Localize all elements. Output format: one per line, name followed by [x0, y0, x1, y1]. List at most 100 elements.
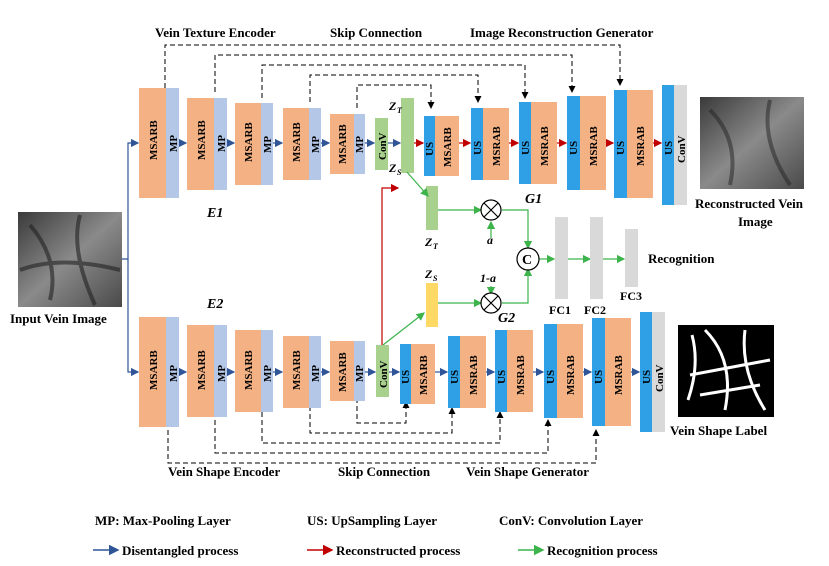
fc2-label: FC2	[584, 303, 606, 317]
reconstructed-label-1: Reconstructed Vein	[695, 196, 804, 211]
svg-text:MP: MP	[216, 365, 228, 382]
svg-text:US: US	[568, 141, 580, 155]
fc1-label: FC1	[549, 303, 571, 317]
svg-text:MSARB: MSARB	[196, 120, 208, 160]
vein-shape-encoder-label: Vein Shape Encoder	[168, 464, 280, 479]
legend-conv: ConV: Convolution Layer	[499, 513, 643, 528]
fc3-bar	[625, 229, 638, 287]
skip-connection-bottom-label: Skip Connection	[338, 464, 431, 479]
svg-text:MSARB: MSARB	[418, 355, 430, 395]
svg-text:MSRAB: MSRAB	[491, 126, 503, 166]
conv-bottom	[376, 345, 389, 397]
svg-text:MP: MP	[262, 136, 274, 153]
generator-g2	[400, 312, 665, 432]
zt-top-sub: T	[397, 106, 403, 115]
svg-text:US: US	[472, 141, 484, 155]
vein-texture-encoder-label: Vein Texture Encoder	[155, 25, 276, 40]
reconstruct-shape-line	[381, 183, 400, 345]
svg-text:C: C	[522, 253, 532, 268]
encoder-e1-text: MSARB MP MSARB MP MSARB MP MSARB MP MSAR…	[148, 120, 366, 164]
reconstructed-vein-image	[700, 97, 804, 189]
svg-text:MP: MP	[262, 365, 274, 382]
zs-bar-mid	[426, 283, 438, 327]
fc1-bar	[555, 217, 568, 299]
encoder-e2	[139, 317, 365, 427]
svg-text:MSARB: MSARB	[243, 350, 255, 390]
fc2-bar	[590, 217, 603, 299]
e2-label: E2	[206, 297, 223, 312]
svg-text:MP: MP	[310, 136, 322, 153]
svg-text:MSARB: MSARB	[291, 350, 303, 390]
reconstructed-label-2: Image	[738, 214, 773, 229]
skip-connections-top	[164, 44, 624, 109]
svg-text:MP: MP	[310, 365, 322, 382]
input-routing	[122, 138, 140, 377]
fc3-label: FC3	[620, 289, 642, 303]
zs-top-sub: S	[397, 168, 402, 177]
svg-text:MSARB: MSARB	[442, 127, 454, 167]
svg-text:MSRAB: MSRAB	[613, 355, 625, 395]
input-vein-image-label: Input Vein Image	[10, 311, 107, 326]
svg-text:MP: MP	[216, 135, 228, 152]
svg-text:US: US	[449, 370, 461, 384]
svg-text:MP: MP	[354, 136, 366, 153]
zt-mid-label: Z	[424, 235, 433, 249]
conv-bottom-text: ConV	[378, 360, 390, 388]
encoder-e2-text: MSARB MP MSARB MP MSARB MP MSARB MP MSAR…	[148, 350, 366, 392]
e1-label: E1	[206, 206, 223, 221]
legend-mp: MP: Max-Pooling Layer	[95, 513, 231, 528]
image-reconstruction-generator-label: Image Reconstruction Generator	[470, 25, 654, 40]
generator-g2-text: US MSARB US MSRAB US MSRAB US MSRAB US M…	[400, 355, 666, 395]
g1-label: G1	[525, 192, 542, 207]
input-vein-image	[18, 212, 122, 307]
g2-label: G2	[498, 311, 515, 326]
vein-shape-label-image	[678, 325, 774, 417]
svg-text:MSRAB: MSRAB	[468, 355, 480, 395]
legend-disentangled: Disentangled process	[122, 543, 238, 558]
svg-text:MSARB: MSARB	[243, 122, 255, 162]
zt-mid-sub: T	[433, 242, 439, 251]
svg-text:MSRAB: MSRAB	[539, 126, 551, 166]
conv-top	[375, 118, 388, 170]
svg-text:MSARB: MSARB	[337, 352, 349, 392]
zs-mid-sub: S	[433, 274, 438, 283]
svg-text:MP: MP	[354, 365, 366, 382]
one-minus-alpha-label: 1-a	[480, 271, 496, 285]
svg-text:US: US	[663, 141, 675, 155]
svg-text:MSARB: MSARB	[291, 122, 303, 162]
svg-text:ConV: ConV	[654, 364, 666, 392]
encoder-e1	[139, 88, 365, 198]
multiply-bottom-icon	[480, 292, 502, 314]
svg-text:MP: MP	[168, 365, 180, 382]
svg-text:MSRAB: MSRAB	[588, 126, 600, 166]
legend-reconstructed: Reconstructed process	[336, 543, 460, 558]
zs-mid-label: Z	[424, 267, 433, 281]
legend-recognition: Recognition process	[547, 543, 658, 558]
zt-bar-mid	[426, 186, 438, 230]
vein-shape-label-text: Vein Shape Label	[670, 423, 767, 438]
svg-text:US: US	[545, 370, 557, 384]
svg-text:US: US	[615, 141, 627, 155]
generator-g1	[424, 85, 687, 205]
svg-text:MSARB: MSARB	[337, 124, 349, 164]
svg-text:MP: MP	[168, 135, 180, 152]
svg-text:US: US	[593, 370, 605, 384]
skip-connection-top-label: Skip Connection	[330, 25, 423, 40]
conv-top-text: ConV	[377, 132, 389, 160]
alpha-label: a	[487, 233, 493, 247]
svg-text:ConV: ConV	[676, 135, 688, 163]
svg-text:US: US	[496, 370, 508, 384]
svg-text:MSRAB: MSRAB	[635, 126, 647, 166]
concat-icon: C	[516, 247, 540, 271]
zt-top-label: Z	[388, 99, 397, 113]
vein-shape-generator-label: Vein Shape Generator	[466, 464, 589, 479]
skip-connections-bottom	[167, 390, 600, 464]
recognition-label: Recognition	[648, 251, 715, 266]
svg-text:MSARB: MSARB	[148, 120, 160, 160]
svg-text:US: US	[400, 370, 412, 384]
svg-text:MSARB: MSARB	[196, 350, 208, 390]
svg-text:US: US	[641, 370, 653, 384]
legend-us: US: UpSampling Layer	[307, 513, 437, 528]
zt-bar-top	[401, 98, 414, 173]
